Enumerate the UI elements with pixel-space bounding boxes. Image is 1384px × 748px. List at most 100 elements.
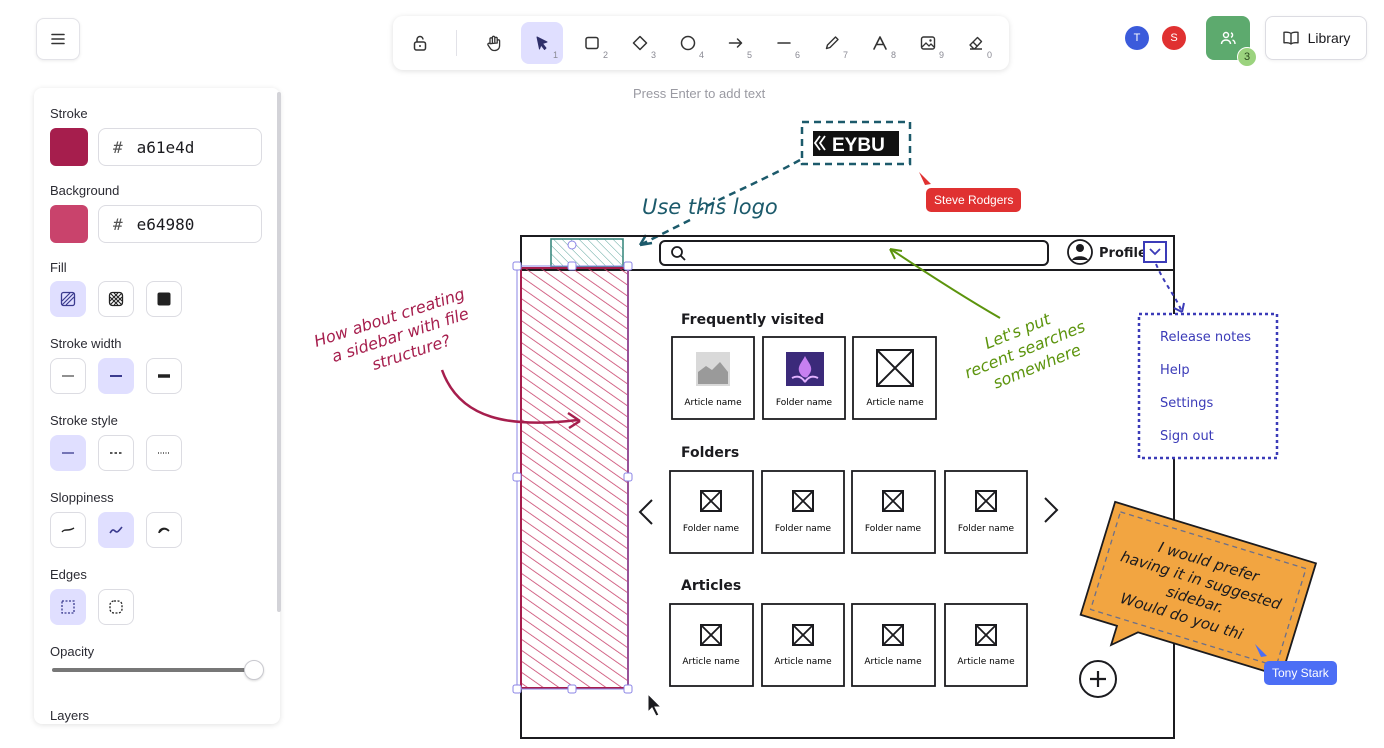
menu-settings[interactable]: Settings: [1160, 396, 1214, 411]
panel-scrollbar[interactable]: [277, 92, 281, 612]
search-bar-sketch[interactable]: [659, 240, 1049, 266]
stroke-color-input[interactable]: #a61e4d: [98, 128, 262, 166]
tool-hand[interactable]: [473, 22, 515, 64]
tool-rectangle[interactable]: 2: [571, 22, 613, 64]
stroke-color-swatch[interactable]: [50, 128, 88, 166]
dashed-line-icon: [110, 452, 122, 454]
article-card[interactable]: Article name: [761, 603, 845, 687]
tool-eraser[interactable]: 0: [955, 22, 997, 64]
sloppiness-architect-button[interactable]: [50, 512, 86, 548]
main-menu-button[interactable]: [36, 18, 80, 60]
fill-solid-button[interactable]: [146, 281, 182, 317]
arrow-icon: [728, 38, 743, 48]
tool-diamond[interactable]: 3: [619, 22, 661, 64]
collaborator-avatar[interactable]: T: [1125, 26, 1149, 50]
drawing-canvas[interactable]: EYBU Use this logo Profile Release notes…: [290, 100, 1384, 748]
background-color-input[interactable]: #e64980: [98, 205, 262, 243]
diamond-icon: [632, 35, 648, 51]
logo-placeholder[interactable]: [550, 238, 624, 268]
collaborator-avatar[interactable]: S: [1162, 26, 1186, 50]
logo-sketch[interactable]: EYBU: [800, 120, 912, 166]
hand-icon: [487, 35, 501, 52]
stroke-style-solid-button[interactable]: [50, 435, 86, 471]
dotted-line-icon: [158, 452, 170, 454]
stroke-width-label: Stroke width: [50, 336, 122, 351]
edges-round-button[interactable]: [98, 589, 134, 625]
stroke-width-thin-button[interactable]: [50, 358, 86, 394]
architect-curve-icon: [61, 527, 75, 533]
profile-dropdown-menu[interactable]: [1137, 312, 1279, 460]
rectangle-icon: [585, 36, 599, 50]
background-color-swatch[interactable]: [50, 205, 88, 243]
mouse-pointer-icon: [647, 692, 663, 717]
stroke-style-dashed-button[interactable]: [98, 435, 134, 471]
solid-fill-icon: [157, 292, 171, 306]
profile-dropdown-toggle[interactable]: [1143, 241, 1167, 263]
plus-icon: [1090, 671, 1106, 687]
opacity-slider-track[interactable]: [52, 668, 256, 672]
frequent-card[interactable]: Article name: [852, 336, 937, 420]
logo-text: EYBU: [832, 135, 885, 156]
card-label: Article name: [684, 398, 742, 408]
frequent-card[interactable]: Article name: [671, 336, 755, 420]
fill-label: Fill: [50, 260, 67, 275]
chevron-down-icon: [1149, 248, 1161, 256]
library-button[interactable]: Library: [1265, 16, 1367, 60]
add-button-sketch[interactable]: [1079, 660, 1117, 698]
stroke-style-dotted-button[interactable]: [146, 435, 182, 471]
article-card[interactable]: Article name: [944, 603, 1028, 687]
fill-hachure-button[interactable]: [50, 281, 86, 317]
library-label: Library: [1307, 30, 1351, 46]
steve-cursor-icon: [919, 172, 931, 185]
sidebar-placeholder-shape[interactable]: [520, 267, 629, 689]
folder-card[interactable]: Folder name: [669, 470, 754, 554]
cursor-label-tony: Tony Stark: [1264, 661, 1337, 685]
tool-lock[interactable]: [399, 22, 441, 64]
section-articles: Articles: [681, 578, 741, 594]
layers-label: Layers: [50, 708, 90, 723]
opacity-slider-handle[interactable]: [244, 660, 264, 680]
menu-sign-out[interactable]: Sign out: [1160, 429, 1214, 444]
edges-sharp-button[interactable]: [50, 589, 86, 625]
tool-selection[interactable]: 1: [521, 22, 563, 64]
card-label: Folder name: [775, 524, 832, 534]
tool-arrow[interactable]: 5: [715, 22, 757, 64]
sloppiness-label: Sloppiness: [50, 490, 114, 505]
selection-handles[interactable]: [512, 240, 633, 694]
sticky-note-comment[interactable]: I would prefer having it in suggested si…: [1075, 500, 1318, 695]
folder-card[interactable]: Folder name: [944, 470, 1028, 554]
fill-cross-hatch-button[interactable]: [98, 281, 134, 317]
tool-shortcut-number: 2: [602, 50, 608, 60]
image-icon: [920, 36, 936, 50]
stroke-width-bold-button[interactable]: [98, 358, 134, 394]
sidebar-suggestion-note[interactable]: How about creating a sidebar with file s…: [312, 284, 480, 389]
carousel-right-arrow[interactable]: [1044, 497, 1059, 523]
card-label: Folder name: [776, 398, 833, 408]
tool-shortcut-number: 1: [552, 50, 558, 60]
tony-cursor-icon: [1255, 644, 1267, 657]
sidebar-note-arrow: [440, 369, 579, 424]
folder-card[interactable]: Folder name: [851, 470, 936, 554]
tool-ellipse[interactable]: 4: [667, 22, 709, 64]
profile-label: Profile: [1099, 246, 1147, 261]
article-card[interactable]: Article name: [669, 603, 754, 687]
tool-line[interactable]: 6: [763, 22, 805, 64]
carousel-left-arrow[interactable]: [638, 499, 653, 525]
properties-panel: Stroke #a61e4d Background #e64980 Fill S…: [34, 88, 280, 724]
stroke-width-extra-bold-button[interactable]: [146, 358, 182, 394]
article-card[interactable]: Article name: [851, 603, 936, 687]
menu-release-notes[interactable]: Release notes: [1160, 330, 1251, 345]
folder-card[interactable]: Folder name: [761, 470, 845, 554]
search-icon: [671, 246, 683, 258]
recent-searches-note[interactable]: Let's put recent searches somewhere: [954, 298, 1095, 401]
sloppiness-artist-button[interactable]: [98, 512, 134, 548]
tool-draw[interactable]: 7: [811, 22, 853, 64]
tool-image[interactable]: 9: [907, 22, 949, 64]
sloppiness-cartoonist-button[interactable]: [146, 512, 182, 548]
card-label: Article name: [866, 398, 924, 408]
use-logo-note: Use this logo: [642, 195, 778, 219]
menu-help[interactable]: Help: [1160, 363, 1190, 378]
tool-text[interactable]: 8: [859, 22, 901, 64]
frequent-card[interactable]: Folder name: [762, 336, 846, 420]
artist-curve-icon: [109, 526, 123, 534]
